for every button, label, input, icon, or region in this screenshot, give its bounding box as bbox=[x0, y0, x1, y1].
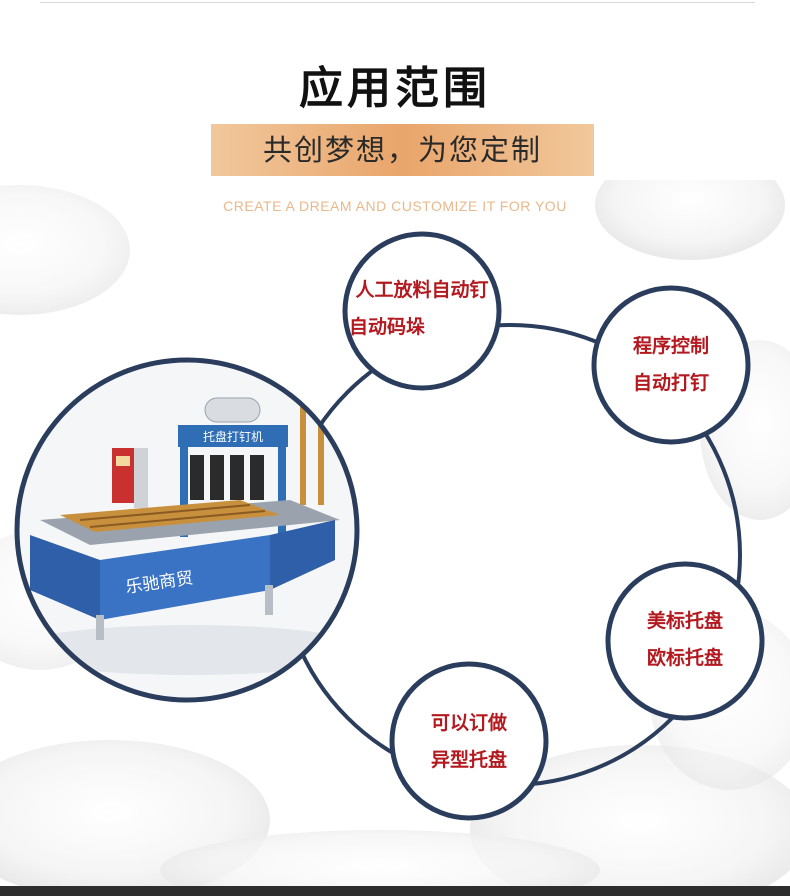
bottom-bar bbox=[0, 886, 790, 896]
page-title: 应用范围 bbox=[299, 63, 491, 114]
feature-4-line-1: 可以订做 bbox=[430, 712, 507, 734]
feature-circle-2 bbox=[591, 285, 751, 445]
machine-circle-border bbox=[14, 357, 360, 703]
feature-2-line-1: 程序控制 bbox=[632, 335, 709, 357]
feature-3-line-1: 美标托盘 bbox=[646, 610, 723, 632]
feature-2-line-2: 自动打钉 bbox=[632, 372, 709, 394]
feature-4-text: 可以订做 异型托盘 bbox=[394, 705, 544, 779]
machine-panel-label: 托盘打钉机 bbox=[203, 429, 263, 444]
subtitle-band: 共创梦想，为您定制 bbox=[211, 124, 594, 176]
feature-circle-3 bbox=[605, 561, 765, 721]
english-tagline: CREATE A DREAM AND CUSTOMIZE IT FOR YOU bbox=[223, 198, 567, 214]
top-divider bbox=[40, 2, 755, 3]
feature-4-line-2: 异型托盘 bbox=[430, 749, 507, 771]
feature-3-text: 美标托盘 欧标托盘 bbox=[610, 603, 760, 677]
pallet-nailing-machine-illustration: 托盘打钉机 乐驰商贸 bbox=[17, 360, 357, 700]
subtitle-text: 共创梦想，为您定制 bbox=[262, 133, 542, 167]
feature-circle-1 bbox=[342, 231, 502, 391]
feature-2-text: 程序控制 自动打钉 bbox=[596, 328, 746, 402]
feature-1-text: 人工放料自动钉 自动码垛 bbox=[337, 272, 507, 346]
feature-3-line-2: 欧标托盘 bbox=[646, 647, 723, 669]
feature-1-line-2: 自动码垛 bbox=[349, 316, 426, 338]
feature-circle-4 bbox=[389, 661, 549, 821]
feature-1-line-1: 人工放料自动钉 bbox=[355, 279, 489, 301]
